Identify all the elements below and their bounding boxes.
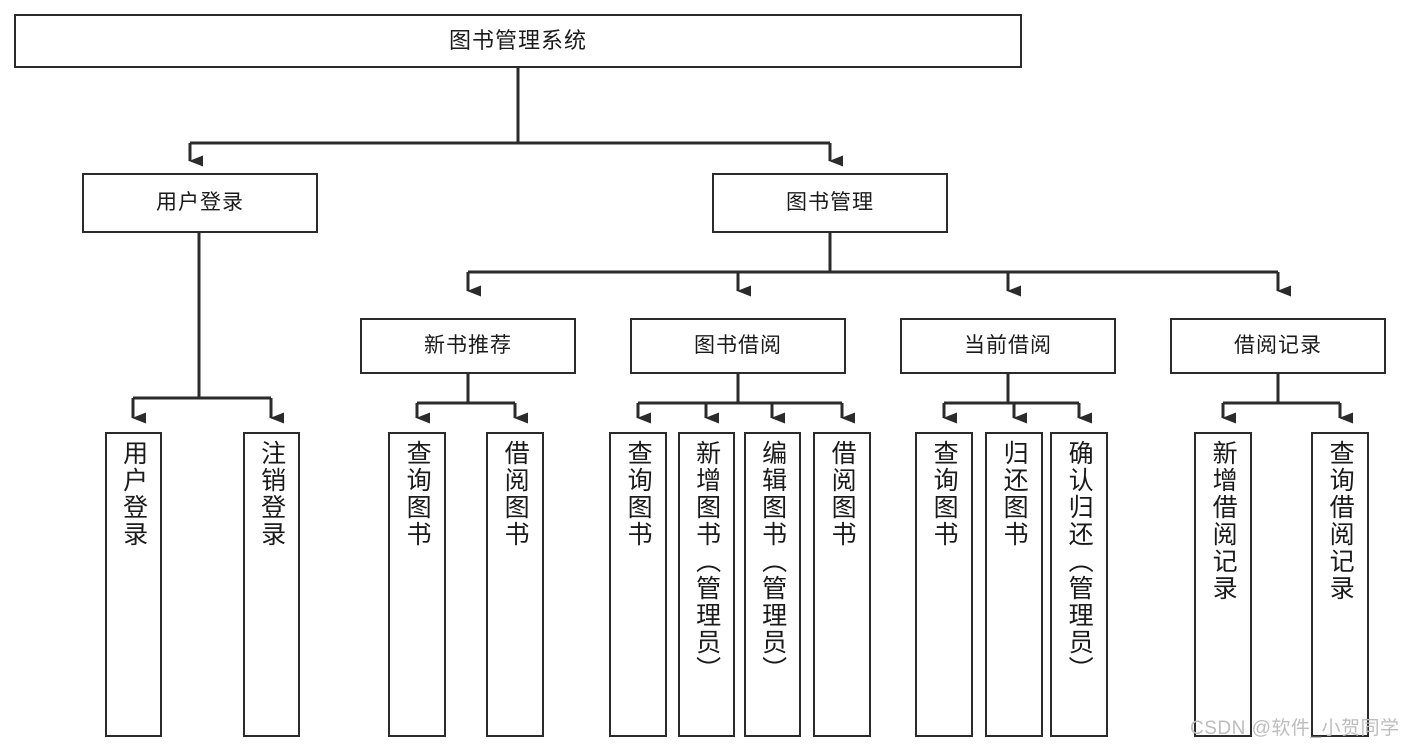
node-label: 用户登录	[119, 440, 148, 548]
node-leaf-borrow-book-borrow[interactable]: 借阅图书	[813, 432, 871, 737]
node-label: 注销登录	[257, 440, 286, 548]
node-leaf-confirm-return-admin[interactable]: 确认归还（管理员）	[1050, 432, 1108, 737]
node-label: 当前借阅	[964, 334, 1052, 358]
node-leaf-user-login[interactable]: 用户登录	[105, 432, 162, 737]
node-new-book-recommend[interactable]: 新书推荐	[360, 318, 576, 374]
node-label: 用户登录	[156, 191, 244, 215]
node-leaf-logout-login[interactable]: 注销登录	[243, 432, 300, 737]
node-label: 编辑图书（管理员）	[758, 440, 787, 683]
node-leaf-query-book-new[interactable]: 查询图书	[388, 432, 446, 737]
watermark-text: CSDN @软件_小贺同学	[1190, 718, 1400, 739]
node-leaf-borrow-book-new[interactable]: 借阅图书	[486, 432, 544, 737]
node-label: 确认归还（管理员）	[1065, 440, 1094, 683]
node-leaf-query-book-current[interactable]: 查询图书	[915, 432, 973, 737]
node-label: 归还图书	[1000, 440, 1029, 548]
node-label: 查询图书	[624, 440, 653, 548]
node-label: 新书推荐	[424, 334, 512, 358]
node-label: 查询图书	[403, 440, 432, 548]
node-leaf-query-borrow-record[interactable]: 查询借阅记录	[1311, 432, 1369, 737]
node-book-borrow[interactable]: 图书借阅	[630, 318, 846, 374]
node-leaf-return-book[interactable]: 归还图书	[985, 432, 1043, 737]
node-root-book-management-system[interactable]: 图书管理系统	[14, 14, 1022, 68]
node-user-login[interactable]: 用户登录	[82, 173, 318, 233]
node-label: 借阅图书	[501, 440, 530, 548]
node-leaf-add-book-admin[interactable]: 新增图书（管理员）	[678, 432, 735, 737]
node-label: 新增图书（管理员）	[692, 440, 721, 683]
node-leaf-query-book-borrow[interactable]: 查询图书	[609, 432, 667, 737]
node-current-borrow[interactable]: 当前借阅	[900, 318, 1116, 374]
node-label: 查询借阅记录	[1326, 440, 1355, 602]
node-label: 新增借阅记录	[1209, 440, 1238, 602]
node-leaf-edit-book-admin[interactable]: 编辑图书（管理员）	[744, 432, 801, 737]
node-label: 图书管理	[786, 191, 874, 215]
node-label: 借阅图书	[828, 440, 857, 548]
node-borrow-record[interactable]: 借阅记录	[1170, 318, 1386, 374]
node-book-management[interactable]: 图书管理	[712, 173, 948, 233]
node-label: 借阅记录	[1234, 334, 1322, 358]
node-label: 图书借阅	[694, 334, 782, 358]
node-label: 查询图书	[930, 440, 959, 548]
node-label: 图书管理系统	[448, 27, 587, 53]
node-leaf-add-borrow-record[interactable]: 新增借阅记录	[1194, 432, 1252, 737]
